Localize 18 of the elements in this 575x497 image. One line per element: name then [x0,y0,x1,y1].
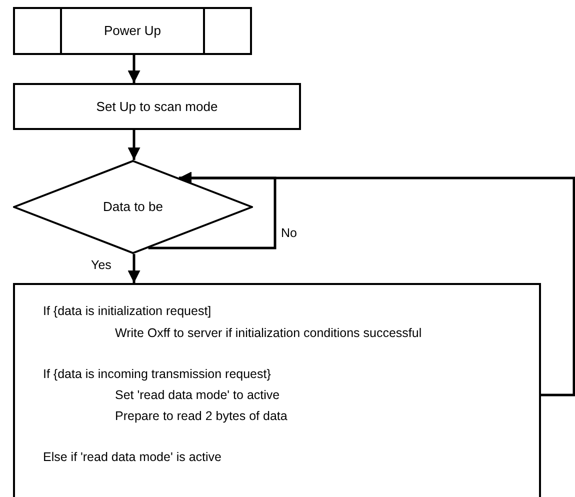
code-line: Write Oxff to server if initialization conditions successful [115,327,422,340]
arrow [178,172,575,396]
process-box [13,83,301,130]
code-line: If {data is initialization request] [43,305,212,318]
code-line: Else if 'read data mode' is active [43,451,222,464]
arrow [128,130,140,160]
edge-label: Yes [90,259,112,272]
box-text: Set Up to scan mode [96,98,218,116]
code-line: Prepare to read 2 bytes of data [115,410,288,422]
decision-text: Data to be [103,198,163,216]
code-line: Set 'read data mode' to active [115,389,280,402]
predefined-process-box [13,7,252,55]
arrow [128,55,140,83]
edge-label: No [280,227,298,240]
code-line: If {data is incoming transmission request} [43,368,271,380]
process-box [13,283,541,497]
box-text: Power Up [104,22,162,40]
arrow [128,254,140,283]
